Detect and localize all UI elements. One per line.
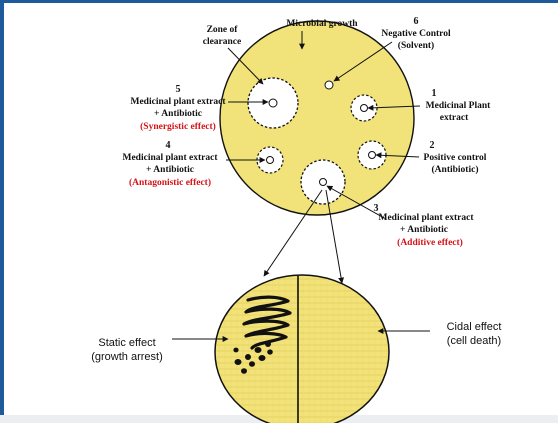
label-antagonistic-line1: Medicinal plant extract [123,153,219,163]
well-5-hole [269,99,277,107]
colony-dot [267,349,273,354]
label-num-2: 2 [430,140,435,151]
label-additive-line1: Medicinal plant extract [379,213,475,223]
label-positive-control-line1: Positive control [424,153,487,163]
label-static-line1: Static effect [98,337,155,349]
colony-dot [249,361,255,367]
well-3-hole [320,179,327,186]
colony-dot [235,359,242,365]
label-microbial-growth: Microbial growth [286,19,358,29]
label-num-1: 1 [432,88,437,99]
label-zone-line1: Zone of [207,25,239,35]
label-additive-effect: (Additive effect) [397,237,463,248]
colony-dot [241,368,247,374]
label-medicinal-plant-line2: extract [440,113,469,123]
label-cidal-line2: (cell death) [447,335,501,347]
well-1-hole [361,105,368,112]
colony-dot [255,347,262,353]
label-cidal-line1: Cidal effect [447,321,502,333]
label-antagonistic-line2: + Antibiotic [146,165,194,175]
label-negative-control-line2: (Solvent) [398,40,434,51]
label-num-6: 6 [414,16,419,27]
colony-dot [233,348,238,353]
label-synergistic-effect: (Synergistic effect) [140,121,216,132]
colony-dot [265,341,271,347]
well-2-hole [369,152,376,159]
label-static-line2: (growth arrest) [91,351,163,363]
label-medicinal-plant-line1: Medicinal Plant [426,101,491,111]
label-additive-line2: + Antibiotic [400,225,448,235]
label-synergistic-line2: + Antibiotic [154,109,202,119]
label-num-5: 5 [176,84,181,95]
label-num-4: 4 [166,140,171,151]
label-antagonistic-effect: (Antagonistic effect) [129,177,211,188]
label-negative-control-line1: Negative Control [381,29,451,39]
label-zone-line2: clearance [203,37,242,47]
colony-dot [245,354,251,360]
label-synergistic-line1: Medicinal plant extract [131,97,227,107]
colony-dot [259,355,266,361]
magnified-petri-plate [215,275,389,423]
well-6-hole [325,81,333,89]
label-positive-control-line2: (Antibiotic) [432,164,479,175]
well-4-hole [267,157,274,164]
